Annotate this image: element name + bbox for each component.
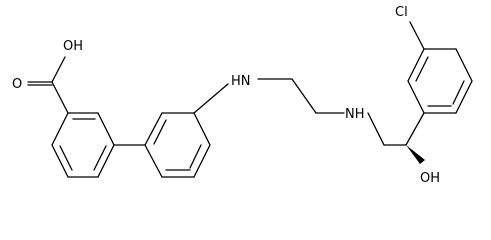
chlorophenyl-ring bbox=[407, 48, 473, 114]
carbonyl-oxygen-label: O bbox=[12, 77, 22, 92]
carboxyl-oh-label: OH bbox=[63, 39, 83, 54]
benzoic-acid-ring bbox=[51, 112, 115, 178]
stereo-wedge bbox=[406, 145, 425, 164]
chloro-label: Cl bbox=[395, 5, 408, 20]
amine-nh-label-1: HN bbox=[231, 74, 251, 89]
carboxyl-group bbox=[27, 56, 69, 114]
structure-diagram: OH O HN NH Cl OH bbox=[12, 5, 473, 186]
hydroxyl-label: OH bbox=[420, 171, 440, 186]
phenylene-ring bbox=[144, 112, 211, 178]
amine-nh-label-2: NH bbox=[345, 107, 365, 122]
benzylic-bond bbox=[405, 112, 425, 146]
chloro-bond bbox=[409, 21, 425, 50]
ethylenediamine-chain bbox=[193, 78, 407, 146]
